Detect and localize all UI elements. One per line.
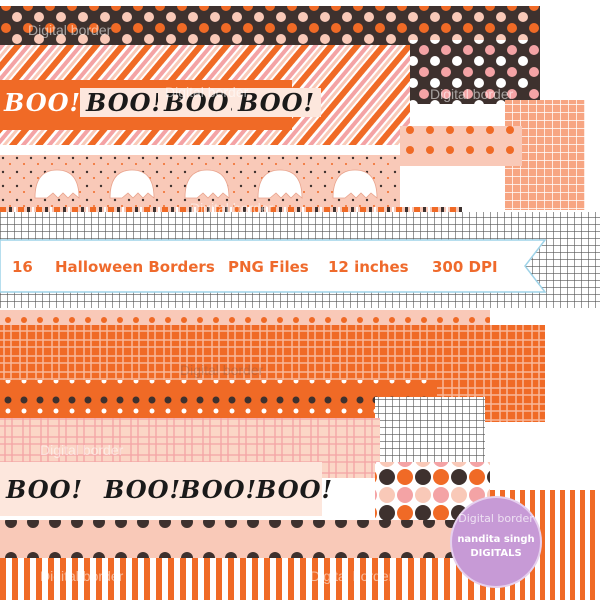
- ghost-icons: [34, 169, 378, 199]
- brand-label: DIGITALS: [470, 548, 522, 559]
- strip-orange-plaid: [0, 325, 545, 385]
- strip-gray-grid-lower: [375, 397, 485, 467]
- strip-brown-dots: [0, 520, 490, 560]
- banner-size: 12 inches: [328, 258, 409, 276]
- boo-label: BOO!: [256, 475, 334, 504]
- title-ribbon: [0, 239, 547, 293]
- boo-label: BOO!: [4, 88, 82, 117]
- banner-format: PNG Files: [228, 258, 309, 276]
- strip-bottom-stripes: [0, 558, 490, 600]
- banner-count: 16: [12, 258, 33, 276]
- strip-boo-white: [0, 462, 322, 516]
- boo-label: BOO!: [232, 88, 322, 117]
- strip-peach-dots: [400, 126, 522, 166]
- brand-name: nandita singh: [457, 534, 535, 545]
- brand-badge: Digital border nandita singh DIGITALS: [452, 498, 540, 586]
- boo-label: BOO!: [104, 475, 182, 504]
- boo-label: BOO!: [180, 475, 258, 504]
- boo-label: BOO!: [80, 88, 170, 117]
- banner-title: Halloween Borders: [55, 258, 215, 276]
- brand-watermark: Digital border: [458, 512, 534, 525]
- banner-resolution: 300 DPI: [432, 258, 498, 276]
- boo-label: BOO!: [6, 475, 84, 504]
- strip-orange-dots: [0, 380, 437, 424]
- strip-brown-polka-right: [410, 40, 540, 104]
